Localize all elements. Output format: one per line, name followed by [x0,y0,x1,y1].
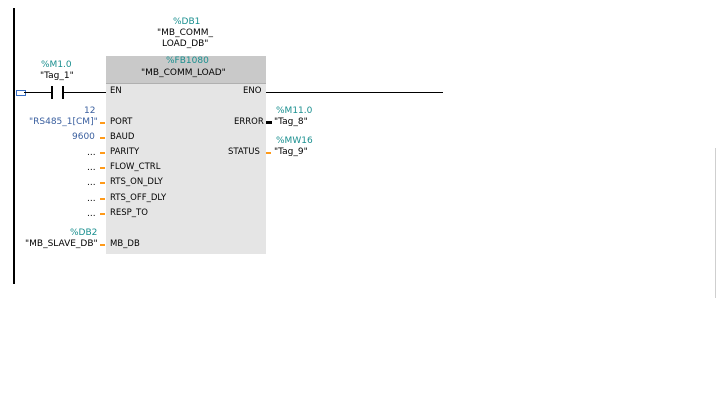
block-header-divider [106,83,266,84]
pin-mb-db: MB_DB [110,239,140,249]
mb-db-address[interactable]: %DB2 [70,228,98,238]
pin-eno: ENO [243,86,262,96]
function-block-header [106,56,266,83]
input-tick-resp-to [100,213,105,215]
rung-selection-marker[interactable] [16,90,26,96]
mb-db-name[interactable]: "MB_SLAVE_DB" [25,239,98,249]
input-tick-parity [100,152,105,154]
error-tag[interactable]: "Tag_8" [274,117,308,127]
contact-address: %M1.0 [41,60,72,70]
instance-db-name-line2: LOAD_DB" [162,39,209,49]
pin-baud: BAUD [110,132,135,142]
input-tick-flow-ctrl [100,167,105,169]
rung-wire-mid [64,92,106,93]
port-value-name[interactable]: "RS485_1[CM]" [29,117,98,127]
pin-parity: PARITY [110,147,140,157]
output-tick-status [266,152,271,154]
right-rail-marker [715,148,716,298]
rts-off-dly-value[interactable]: ... [87,194,96,204]
resp-to-value[interactable]: ... [87,209,96,219]
rts-on-dly-value[interactable]: ... [87,178,96,188]
block-type-name: "MB_COMM_LOAD" [141,68,226,78]
pin-rts-off-dly: RTS_OFF_DLY [110,193,167,203]
contact-tag: "Tag_1" [40,71,74,81]
pin-port: PORT [110,117,133,127]
status-address[interactable]: %MW16 [276,136,313,146]
instance-db-address: %DB1 [173,17,201,27]
output-arrow-error [266,121,272,124]
input-tick-baud [100,137,105,139]
error-address[interactable]: %M11.0 [276,106,313,116]
pin-rts-on-dly: RTS_ON_DLY [110,177,163,187]
rung-wire-right [266,92,443,93]
pin-resp-to: RESP_TO [110,208,148,218]
power-rail [13,8,15,284]
parity-value[interactable]: ... [87,148,96,158]
instance-db-name-line1: "MB_COMM_ [157,28,213,38]
rung-wire-left [24,92,51,93]
normally-open-contact[interactable] [51,86,64,99]
baud-value[interactable]: 9600 [72,132,95,142]
block-type-address: %FB1080 [166,56,209,66]
input-tick-mb-db [100,244,105,246]
status-tag[interactable]: "Tag_9" [274,147,308,157]
input-tick-rts-off-dly [100,198,105,200]
pin-status: STATUS [228,147,260,157]
port-value-number[interactable]: 12 [84,106,96,116]
input-tick-port [100,122,105,124]
pin-en: EN [110,86,122,96]
pin-flow-ctrl: FLOW_CTRL [110,162,161,172]
flow-ctrl-value[interactable]: ... [87,163,96,173]
pin-error: ERROR [234,117,264,127]
function-block[interactable] [106,56,266,254]
input-tick-rts-on-dly [100,182,105,184]
